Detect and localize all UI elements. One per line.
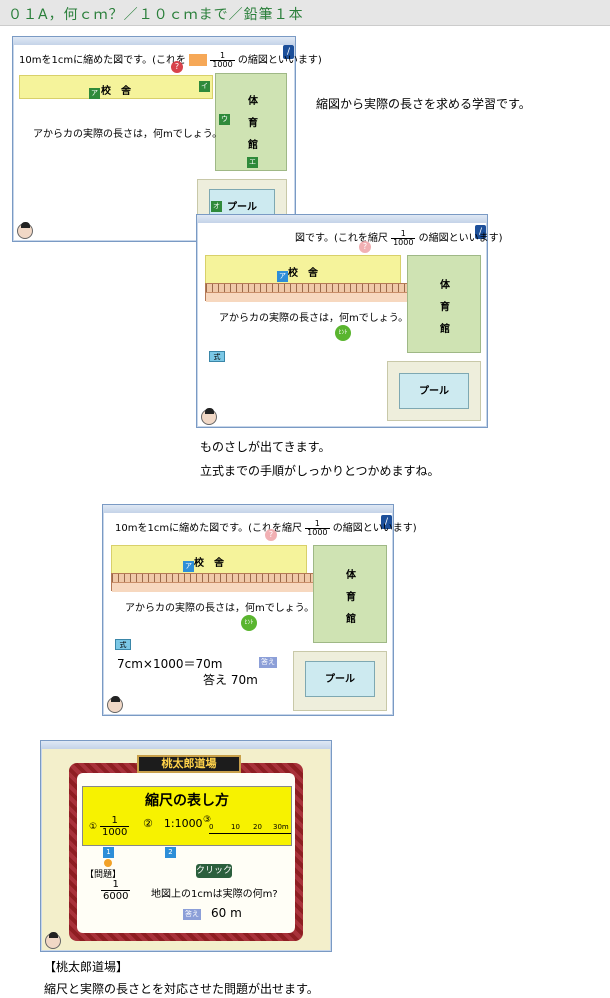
caption-1: 縮図から実際の長さを求める学習です。 [316,97,531,111]
gym-char-1: 体 [440,280,450,291]
pointer-icon [104,859,112,867]
page-title: ０１A，何ｃｍ？／１０ｃｍまで／鉛筆１本 [8,7,304,23]
question-icon[interactable]: ? [171,61,183,73]
page-header: ０１A，何ｃｍ？／１０ｃｍまで／鉛筆１本 [0,0,610,26]
scale-line [209,833,291,834]
character-avatar[interactable] [17,222,33,239]
scale-tick-20: 20 [253,823,262,831]
school-building: 校 舎 [19,75,213,99]
gym-char-3: 館 [248,140,258,151]
school-building: 校 舎 [111,545,307,575]
gym-char-2: 育 [440,302,450,313]
answer-badge[interactable]: 答え [183,909,201,920]
tab-2[interactable]: 2 [165,847,176,858]
ruler[interactable] [205,283,429,302]
tab-1[interactable]: 1 [103,847,114,858]
answer-text: 答え 70m [203,673,258,687]
scale-tick-10: 10 [231,823,240,831]
item-3: ③ [203,815,212,825]
prompt-after: の縮図といいます) [332,523,417,534]
shiki-button[interactable]: 式 [209,351,225,362]
pool: プール [305,661,375,697]
gymnasium: 体 育 館 [407,255,481,353]
school-label: 校 舎 [194,558,224,569]
caption-3-line-1: 【桃太郎道場】 [44,960,129,974]
character-avatar[interactable] [201,408,217,425]
school-label: 校 舎 [101,86,131,97]
window-titlebar [197,215,487,223]
window-titlebar [13,37,295,45]
character-avatar[interactable] [107,696,123,713]
prompt-after: の縮図といいます) [418,233,503,244]
gym-char-3: 館 [346,614,356,625]
question-text: アからカの実際の長さは，何mでしょう。 [219,313,409,324]
dojo-sign: 桃太郎道場 [137,755,241,773]
prompt-after: の縮図といいます) [237,55,322,66]
answer-value: 60 m [211,906,242,920]
pool: プール [399,373,469,409]
click-button[interactable]: クリック [196,864,233,878]
caption-2-line-2: 立式までの手順がしっかりとつかめますね。 [200,464,440,478]
help-icon[interactable]: / [381,515,392,529]
shiki-button[interactable]: 式 [115,639,131,650]
hint-ball-icon[interactable]: ﾋﾝﾄ [241,615,257,631]
scale-bar: 0 10 20 30m [209,823,291,837]
tag-a[interactable]: ア [183,561,194,572]
caption-3-line-2: 縮尺と実際の長さとを対応させた問題が出せます。 [44,982,319,996]
equation-text: 7cm×1000＝70m [117,657,223,671]
tag-e[interactable]: エ [247,157,258,168]
question-icon[interactable]: ? [359,241,371,253]
prompt-before: 10mを1cmに縮めた図です。(これを [19,55,186,66]
window-titlebar [41,741,331,749]
item-2: ② 1:1000 [143,817,203,830]
tag-i[interactable]: イ [199,81,210,92]
character-avatar[interactable] [45,932,61,949]
gymnasium: 体 育 館 [313,545,387,643]
school-building: 校 舎 [205,255,401,285]
gym-char-2: 育 [346,592,356,603]
help-icon[interactable]: / [475,225,486,239]
prompt-before: 10mを1cmに縮めた図です。(これを縮尺 [115,523,302,534]
question-icon[interactable]: ? [265,529,277,541]
answer-badge[interactable]: 答え [259,657,277,668]
gym-char-2: 育 [248,118,258,129]
ruler[interactable] [111,573,335,592]
caption-2-line-1: ものさしが出てきます。 [200,440,331,454]
help-icon[interactable]: / [283,45,294,59]
window-titlebar [103,505,393,513]
problem-text: 地図上の1cmは実際の何m? [151,889,278,900]
question-text: アからカの実際の長さは，何mでしょう。 [125,603,315,614]
scale-title: 縮尺の表し方 [145,793,229,809]
question-text: アからカの実際の長さは，何mでしょう。 [33,129,223,140]
gym-char-1: 体 [248,96,258,107]
prompt-before: 図です。(これを縮尺 [295,233,388,244]
school-label: 校 舎 [288,268,318,279]
tag-o[interactable]: オ [211,201,222,212]
tag-a[interactable]: ア [277,271,288,282]
scale-tick-30: 30m [273,823,289,831]
gym-char-1: 体 [346,570,356,581]
gym-char-3: 館 [440,324,450,335]
tag-a[interactable]: ア [89,88,100,99]
highlight-box [189,54,208,66]
tag-u[interactable]: ウ [219,114,230,125]
problem-label: 【問題】 [85,870,122,880]
scale-tick-0: 0 [209,823,214,831]
hint-ball-icon[interactable]: ﾋﾝﾄ [335,325,351,341]
